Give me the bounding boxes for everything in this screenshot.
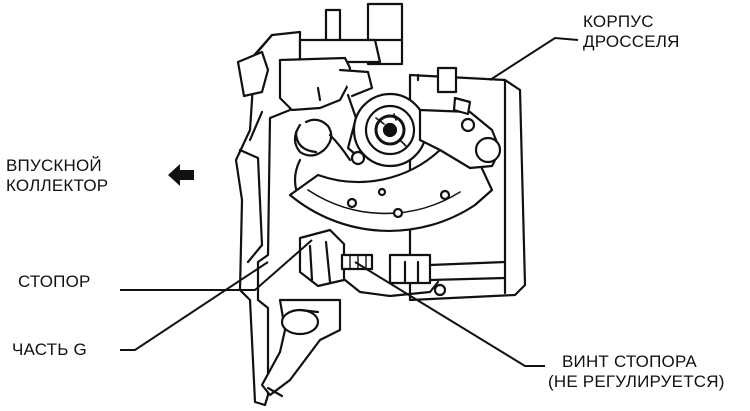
throttle-body-label: КОРПУС ДРОССЕЛЯ bbox=[583, 12, 680, 52]
throttle-lever bbox=[418, 96, 502, 170]
pulley-hub bbox=[352, 92, 428, 168]
intake-manifold-label-line-1: ВПУСКНОЙ bbox=[6, 156, 102, 175]
stopper-screw-label-line-2: (НЕ РЕГУЛИРУЕТСЯ) bbox=[548, 372, 725, 391]
throttle-body-label-line-1: КОРПУС bbox=[583, 12, 654, 31]
stopper-label: СТОПОР bbox=[18, 272, 91, 291]
leader-stopper-screw bbox=[354, 261, 545, 367]
throttle-body-label-line-2: ДРОССЕЛЯ bbox=[583, 32, 680, 51]
mounting-flange bbox=[234, 30, 302, 407]
upper-tubes bbox=[298, 2, 404, 66]
part-g-label: ЧАСТЬ G bbox=[12, 340, 87, 359]
leader-stopper bbox=[120, 239, 313, 291]
throttle-sector bbox=[288, 138, 494, 233]
coolant-pipe bbox=[260, 298, 342, 398]
stopper-screw-label-line-1: ВИНТ СТОПОРА bbox=[562, 352, 697, 371]
intake-manifold-label-line-2: КОЛЛЕКТОР bbox=[6, 176, 109, 195]
throttle-cam-plate bbox=[278, 56, 374, 166]
arrow-left-icon bbox=[168, 164, 194, 186]
leader-part-g bbox=[120, 261, 269, 351]
intake-manifold-label: ВПУСКНОЙ КОЛЛЕКТОР bbox=[6, 156, 108, 196]
leader-throttle-body bbox=[489, 36, 579, 81]
lower-linkage bbox=[343, 278, 447, 298]
stopper-block bbox=[298, 228, 374, 288]
stopper-screw-label: ВИНТ СТОПОРА (НЕ РЕГУЛИРУЕТСЯ) bbox=[548, 352, 725, 392]
